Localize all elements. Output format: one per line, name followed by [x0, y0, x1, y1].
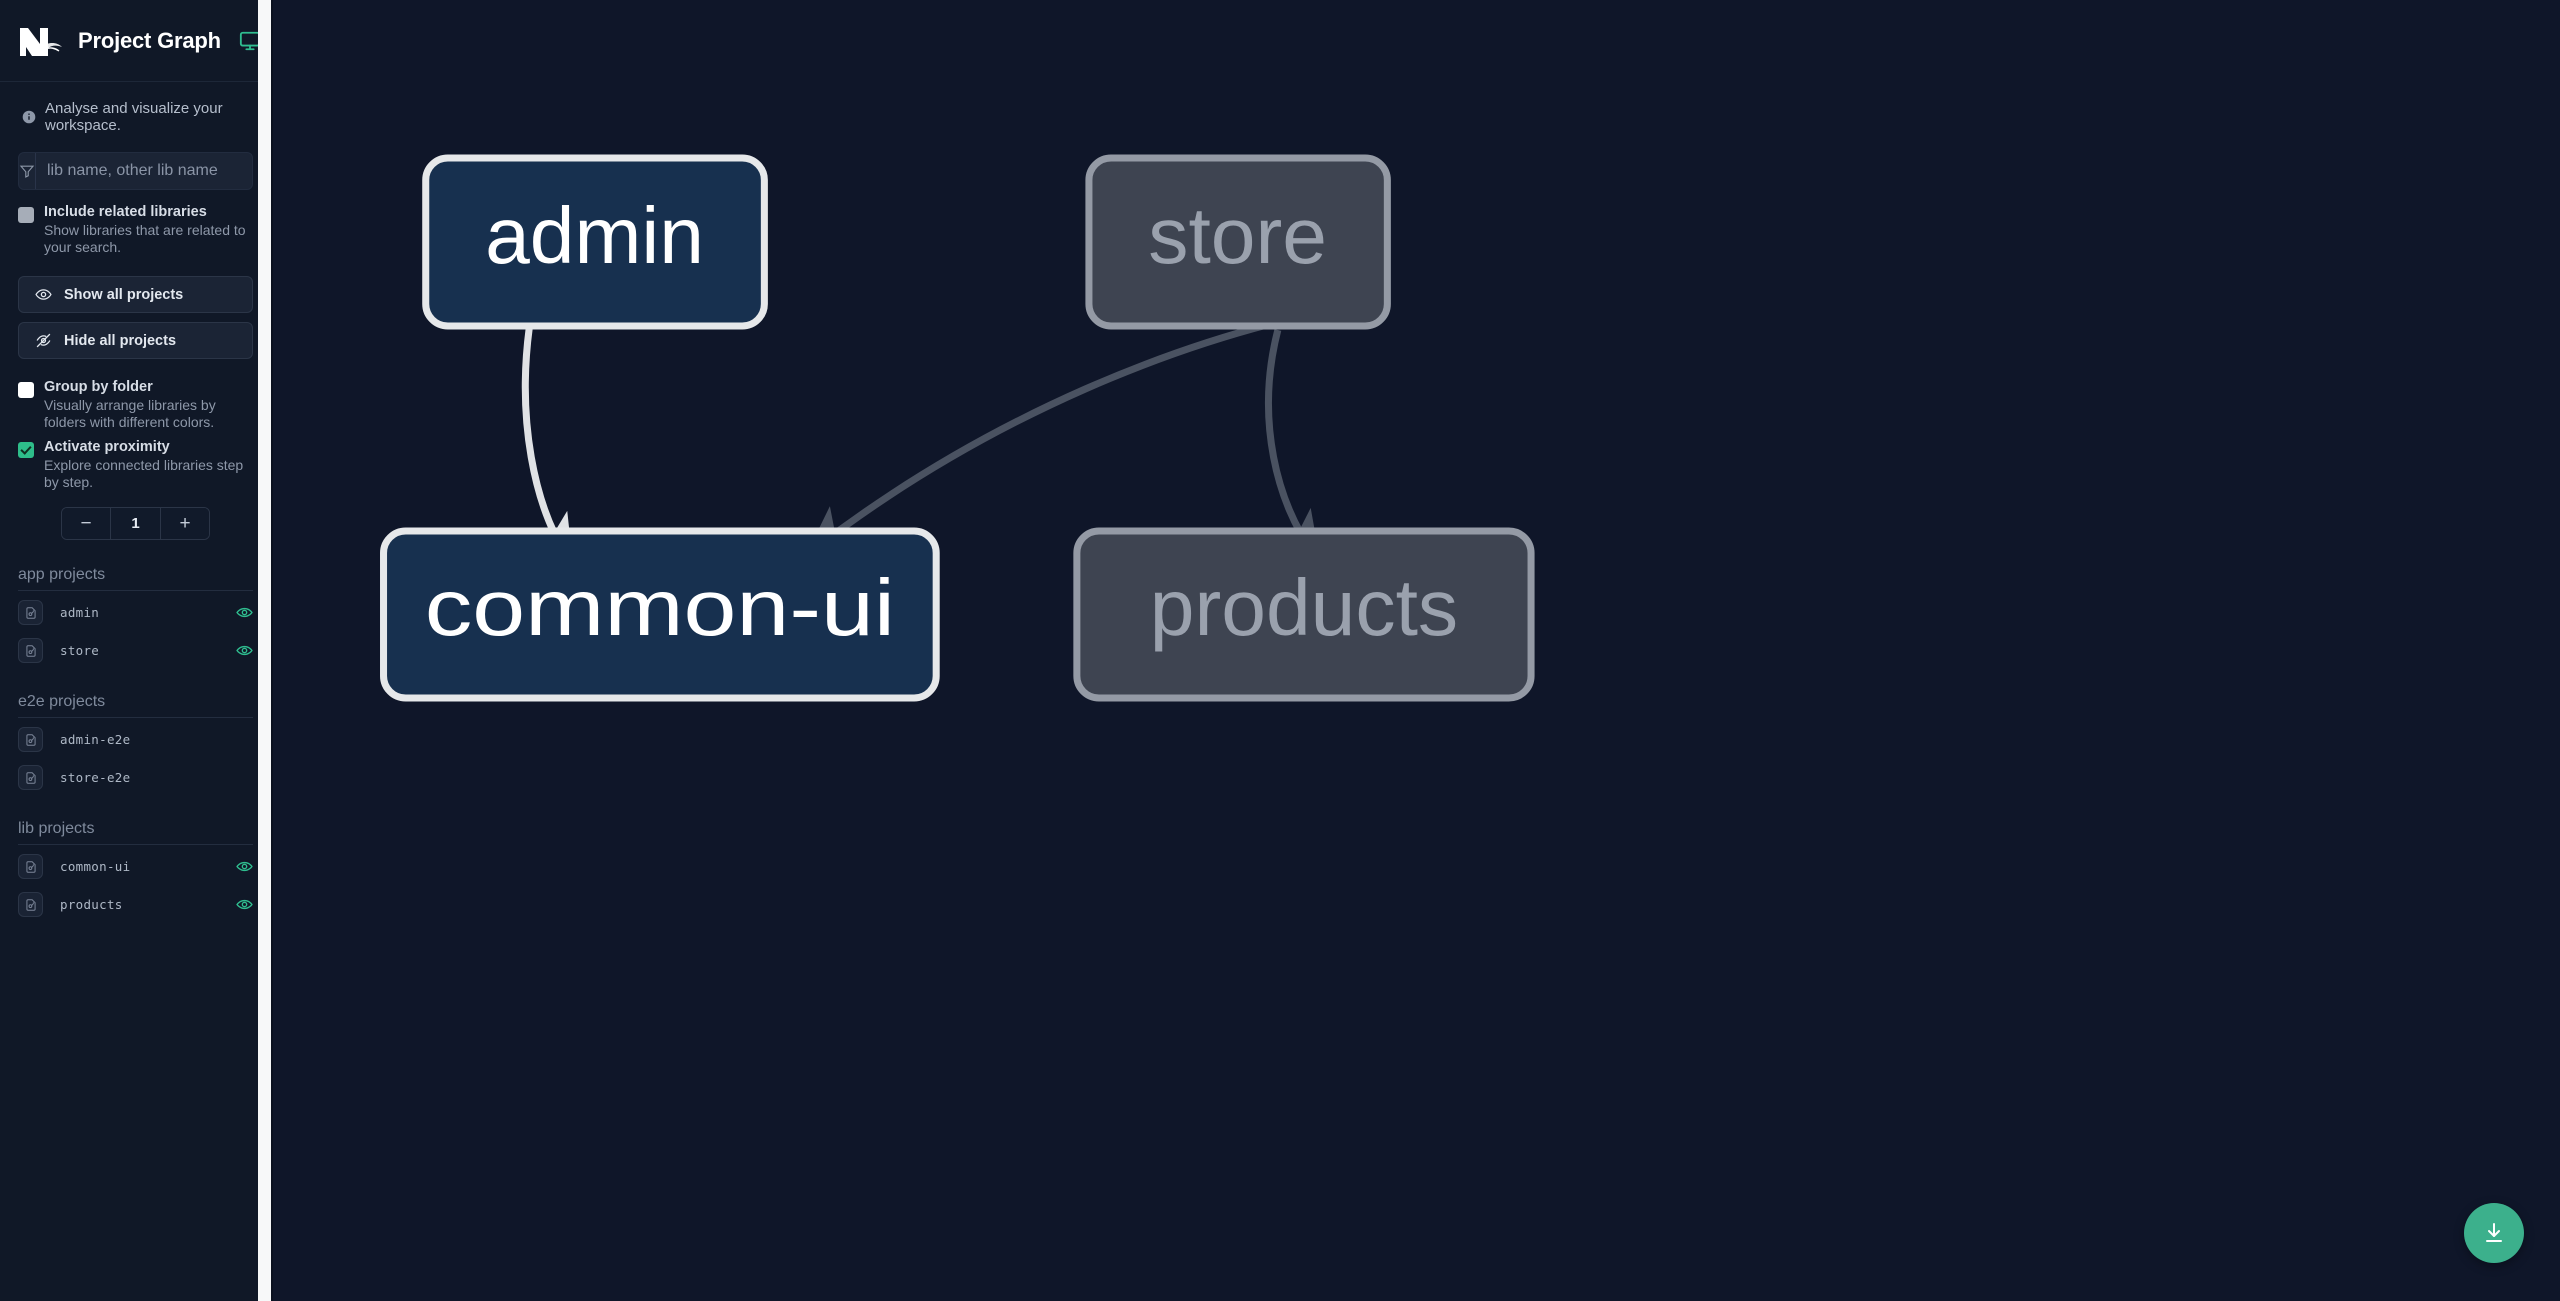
- project-row-admin-e2e[interactable]: admin-e2e: [18, 723, 253, 756]
- info-icon: [22, 110, 36, 124]
- page-title: Project Graph: [78, 27, 221, 53]
- search-input[interactable]: [36, 153, 252, 189]
- group-title-e2e-projects: e2e projects: [18, 693, 253, 718]
- proximity-increment-button[interactable]: +: [160, 508, 209, 539]
- nx-logo-icon: [16, 22, 64, 60]
- sidebar-resize-handle[interactable]: [258, 0, 271, 1301]
- activate-proximity-label: Activate proximity: [44, 439, 170, 455]
- group-by-folder-label: Group by folder: [44, 379, 153, 395]
- activate-proximity-description: Explore connected libraries step by step…: [44, 457, 244, 490]
- project-name: products: [60, 897, 123, 912]
- project-visibility-eye-icon[interactable]: [236, 642, 253, 659]
- graph-node-common-ui[interactable]: common-ui: [380, 527, 940, 702]
- graph-nodes: admin store common-ui products: [380, 154, 1535, 702]
- project-group-lib-projects: lib projects common-ui: [0, 820, 271, 921]
- edge-admin-to-common-ui: [521, 327, 574, 566]
- project-visibility-eye-icon[interactable]: [236, 604, 253, 621]
- group-by-folder-checkbox[interactable]: [18, 382, 34, 398]
- option-group-by-folder[interactable]: Group by folder Visually arrange librari…: [18, 379, 253, 431]
- graph-node-products-label: products: [1150, 562, 1458, 652]
- visibility-buttons: Show all projects Hide all projects: [0, 256, 271, 359]
- hide-all-projects-button[interactable]: Hide all projects: [18, 322, 253, 359]
- show-all-projects-label: Show all projects: [64, 286, 184, 303]
- project-graph-svg: admin store common-ui products: [380, 154, 1535, 702]
- project-name: admin: [60, 605, 100, 620]
- graph-node-store[interactable]: store: [1085, 154, 1391, 330]
- edge-store-to-products: [1265, 329, 1321, 562]
- eye-off-icon: [35, 332, 52, 349]
- project-group-app-projects: app projects admin: [0, 566, 271, 667]
- option-group-by-folder-block: Group by folder Visually arrange librari…: [0, 359, 271, 431]
- project-file-icon: [18, 854, 43, 879]
- project-name: store: [60, 643, 100, 658]
- include-related-libraries-description: Show libraries that are related to your …: [44, 222, 246, 255]
- search-section: [0, 134, 271, 190]
- group-by-folder-description: Visually arrange libraries by folders wi…: [44, 397, 216, 430]
- project-name: common-ui: [60, 859, 131, 874]
- project-row-admin[interactable]: admin: [18, 596, 253, 629]
- project-visibility-eye-icon[interactable]: [236, 858, 253, 875]
- project-file-icon: [18, 638, 43, 663]
- graph-node-products[interactable]: products: [1073, 527, 1535, 702]
- group-title-app-projects: app projects: [18, 566, 253, 591]
- hide-all-projects-label: Hide all projects: [64, 332, 177, 349]
- download-graph-button[interactable]: [2464, 1203, 2524, 1263]
- proximity-decrement-button[interactable]: −: [62, 508, 111, 539]
- option-include-related-libraries[interactable]: Include related libraries Show libraries…: [18, 204, 253, 256]
- search-box[interactable]: [18, 152, 253, 190]
- graph-canvas[interactable]: admin store common-ui products: [271, 0, 2560, 1301]
- project-name: admin-e2e: [60, 732, 131, 747]
- sidebar-header: Project Graph: [0, 0, 271, 82]
- graph-node-products-box[interactable]: [1073, 527, 1535, 702]
- graph-node-admin[interactable]: admin: [422, 154, 768, 330]
- proximity-stepper: − 1 +: [18, 507, 253, 540]
- option-activate-proximity-block: Activate proximity Explore connected lib…: [0, 431, 271, 491]
- project-file-icon: [18, 600, 43, 625]
- graph-node-common-ui-box[interactable]: [380, 527, 940, 702]
- graph-node-admin-box[interactable]: [422, 154, 768, 330]
- project-row-products[interactable]: products: [18, 888, 253, 921]
- tagline-text: Analyse and visualize your workspace.: [45, 100, 223, 134]
- edge-store-to-common-ui: [805, 296, 1389, 556]
- group-title-lib-projects: lib projects: [18, 820, 253, 845]
- proximity-value: 1: [111, 508, 160, 539]
- project-visibility-eye-icon[interactable]: [236, 896, 253, 913]
- graph-node-common-ui-label: common-ui: [425, 562, 895, 652]
- option-include-related-libraries-block: Include related libraries Show libraries…: [0, 190, 271, 256]
- project-row-store-e2e[interactable]: store-e2e: [18, 761, 253, 794]
- filter-funnel-icon: [19, 163, 35, 179]
- download-icon: [2482, 1221, 2506, 1245]
- project-file-icon: [18, 765, 43, 790]
- sidebar: Project Graph Analyse and visualize your…: [0, 0, 271, 1301]
- include-related-libraries-checkbox[interactable]: [18, 207, 34, 223]
- graph-node-store-label: store: [1148, 190, 1327, 280]
- project-name: store-e2e: [60, 770, 131, 785]
- graph-edges: [521, 296, 1389, 566]
- include-related-libraries-label: Include related libraries: [44, 204, 207, 220]
- project-file-icon: [18, 727, 43, 752]
- project-file-icon: [18, 892, 43, 917]
- show-all-projects-button[interactable]: Show all projects: [18, 276, 253, 313]
- graph-node-admin-label: admin: [485, 190, 704, 280]
- project-row-common-ui[interactable]: common-ui: [18, 850, 253, 883]
- eye-icon: [35, 286, 52, 303]
- activate-proximity-checkbox[interactable]: [18, 442, 34, 458]
- graph-node-store-box[interactable]: [1085, 154, 1391, 330]
- filter-funnel-icon-cell: [19, 153, 36, 189]
- option-activate-proximity[interactable]: Activate proximity Explore connected lib…: [18, 439, 253, 491]
- tagline: Analyse and visualize your workspace.: [0, 82, 271, 134]
- project-row-store[interactable]: store: [18, 634, 253, 667]
- project-group-e2e-projects: e2e projects admin-e2e: [0, 693, 271, 794]
